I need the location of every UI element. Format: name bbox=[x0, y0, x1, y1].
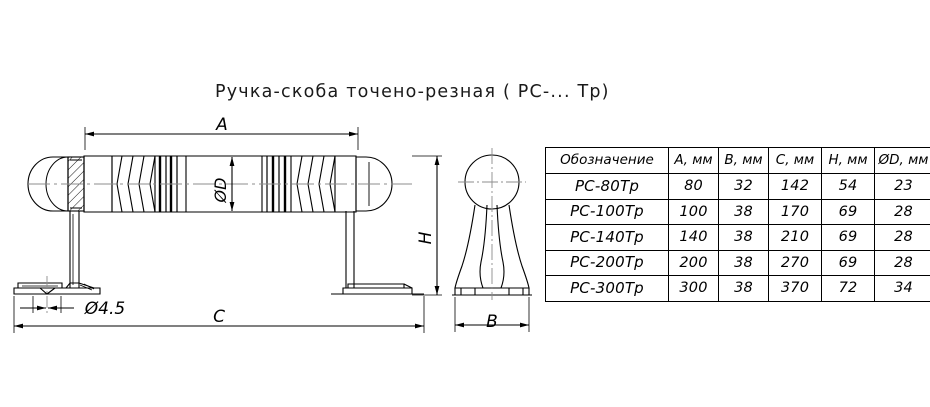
cell-h: 69 bbox=[821, 198, 875, 225]
cell-a: 80 bbox=[668, 173, 719, 200]
table-row: РС-300Тр 300 38 370 72 34 bbox=[545, 275, 930, 302]
table-row: РС-200Тр 200 38 270 69 28 bbox=[545, 249, 930, 276]
dimension-b bbox=[454, 297, 530, 332]
right-cylinder-body bbox=[334, 155, 357, 213]
cell-designation: РС-200Тр bbox=[545, 249, 669, 276]
cell-a: 100 bbox=[668, 198, 719, 225]
cell-b: 38 bbox=[718, 198, 769, 225]
cell-diameter-d: 28 bbox=[874, 249, 930, 276]
dimension-label-h: H bbox=[416, 231, 436, 244]
cell-diameter-d: 28 bbox=[874, 224, 930, 251]
cell-designation: РС-140Тр bbox=[545, 224, 669, 251]
cell-b: 32 bbox=[718, 173, 769, 200]
dimension-label-a: A bbox=[215, 115, 228, 135]
dimension-label-hole: Ø4.5 bbox=[84, 299, 125, 319]
cell-a: 300 bbox=[668, 275, 719, 302]
table-row: РС-100Тр 100 38 170 69 28 bbox=[545, 198, 930, 225]
column-header-h: Н, мм bbox=[821, 147, 875, 174]
dimension-label-c: C bbox=[213, 307, 225, 327]
cell-designation: РС-100Тр bbox=[545, 198, 669, 225]
cell-b: 38 bbox=[718, 249, 769, 276]
table-row: РС-80Тр 80 32 142 54 23 bbox=[545, 173, 930, 200]
cell-a: 140 bbox=[668, 224, 719, 251]
left-support-post bbox=[69, 211, 80, 289]
column-header-b: В, мм bbox=[718, 147, 769, 174]
cell-diameter-d: 28 bbox=[874, 198, 930, 225]
cell-diameter-d: 34 bbox=[874, 275, 930, 302]
column-header-designation: Обозначение bbox=[545, 147, 669, 174]
dimension-a bbox=[84, 127, 359, 150]
side-elevation-handle bbox=[452, 148, 532, 300]
dimension-label-diameter-d: ØD bbox=[211, 178, 230, 204]
column-header-a: А, мм bbox=[668, 147, 719, 174]
dimension-label-b: B bbox=[486, 312, 498, 332]
column-header-diameter-d: ØD, мм bbox=[874, 147, 930, 174]
right-support-post bbox=[345, 211, 355, 288]
cell-h: 69 bbox=[821, 249, 875, 276]
cell-c: 170 bbox=[768, 198, 822, 225]
cell-b: 38 bbox=[718, 224, 769, 251]
cell-a: 200 bbox=[668, 249, 719, 276]
specification-table-container: Обозначение А, мм В, мм С, мм Н, мм ØD, … bbox=[545, 147, 930, 302]
cell-c: 270 bbox=[768, 249, 822, 276]
cell-designation: РС-300Тр bbox=[545, 275, 669, 302]
cell-diameter-d: 23 bbox=[874, 173, 930, 200]
page-title: Ручка-скоба точено-резная ( РС-... Тр) bbox=[215, 82, 610, 102]
cell-designation: РС-80Тр bbox=[545, 173, 669, 200]
dimension-c bbox=[13, 296, 425, 333]
cell-h: 54 bbox=[821, 173, 875, 200]
dimension-h bbox=[412, 155, 442, 296]
left-base-plate bbox=[13, 282, 101, 295]
cell-h: 69 bbox=[821, 224, 875, 251]
cell-b: 38 bbox=[718, 275, 769, 302]
table-header-row: Обозначение А, мм В, мм С, мм Н, мм ØD, … bbox=[545, 147, 930, 174]
central-shaft bbox=[186, 155, 262, 213]
table-row: РС-140Тр 140 38 210 69 28 bbox=[545, 224, 930, 251]
front-elevation-handle bbox=[13, 155, 424, 316]
column-header-c: С, мм bbox=[768, 147, 822, 174]
cell-h: 72 bbox=[821, 275, 875, 302]
table-body: РС-80Тр 80 32 142 54 23 РС-100Тр 100 38 … bbox=[545, 173, 930, 302]
cell-c: 210 bbox=[768, 224, 822, 251]
right-base-plate bbox=[331, 283, 424, 295]
specification-table: Обозначение А, мм В, мм С, мм Н, мм ØD, … bbox=[545, 147, 930, 302]
dimension-hole-diameter bbox=[20, 296, 74, 313]
cell-c: 142 bbox=[768, 173, 822, 200]
cell-c: 370 bbox=[768, 275, 822, 302]
